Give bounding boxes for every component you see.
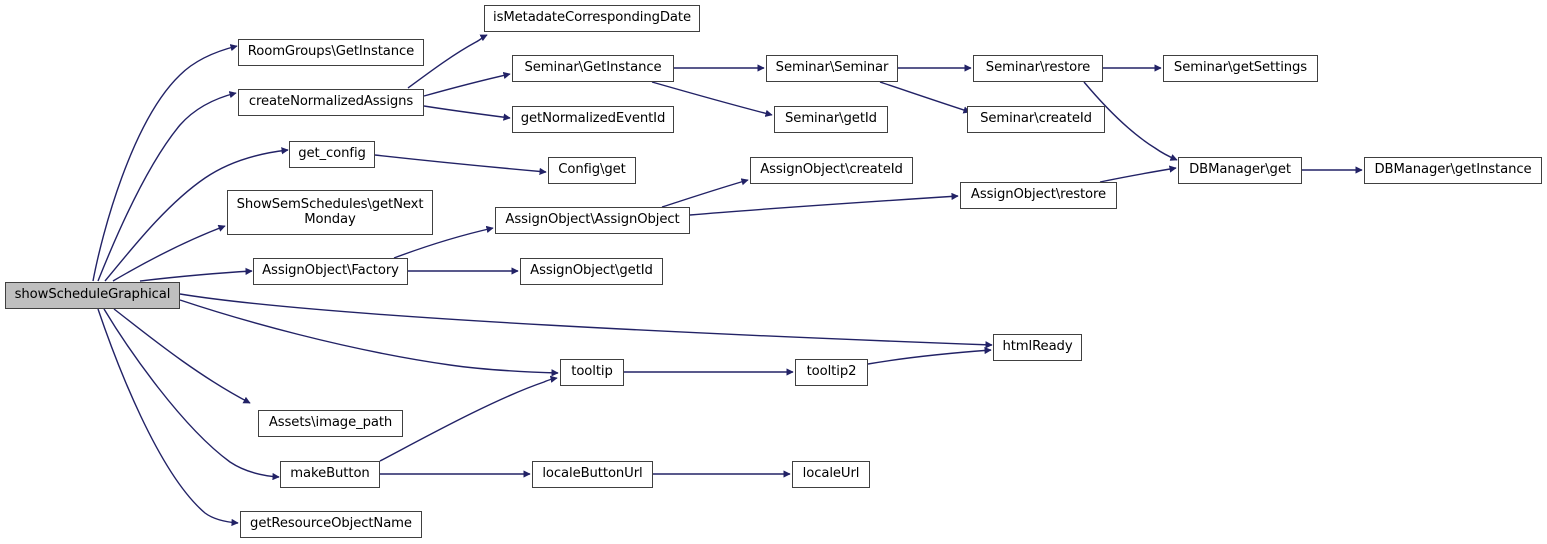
graph-node-SeminargetId[interactable]: Seminar\getId xyxy=(774,106,888,133)
graph-node-AssignObjectFactory[interactable]: AssignObject\Factory xyxy=(253,258,408,285)
graph-node-createNormalizedAssigns[interactable]: createNormalizedAssigns xyxy=(238,89,424,116)
graph-edge-showScheduleGraphical-to-AssignObjectFactory xyxy=(139,267,253,282)
graph-node-AssignObjectAssignObject[interactable]: AssignObject\AssignObject xyxy=(495,207,690,234)
graph-node-DBManagerget[interactable]: DBManager\get xyxy=(1178,157,1302,184)
graph-edge-showScheduleGraphical-to-getResourceObjectName xyxy=(97,308,239,527)
graph-edge-showScheduleGraphical-to-createNormalizedAssigns xyxy=(97,91,237,282)
graph-node-SeminargetSettings[interactable]: Seminar\getSettings xyxy=(1163,55,1318,82)
graph-edge-showScheduleGraphical-to-RoomGroupsGetInstance xyxy=(92,44,238,282)
graph-node-Assetsimage_path[interactable]: Assets\image_path xyxy=(258,410,403,437)
graph-node-showScheduleGraphical[interactable]: showScheduleGraphical xyxy=(5,282,180,309)
graph-node-tooltip[interactable]: tooltip xyxy=(560,359,624,386)
graph-edge-showScheduleGraphical-to-tooltip xyxy=(179,299,559,377)
graph-node-RoomGroupsGetInstance[interactable]: RoomGroups\GetInstance xyxy=(238,39,424,66)
graph-edge-makeButton-to-tooltip xyxy=(379,375,558,462)
graph-node-AssignObjectrestore[interactable]: AssignObject\restore xyxy=(960,182,1117,209)
graph-edge-tooltip2-to-htmlReady xyxy=(867,346,992,365)
graph-node-isMetadateCorrespondingDate[interactable]: isMetadateCorrespondingDate xyxy=(484,5,700,32)
graph-node-ShowSemSchedulesgetNextMonday[interactable]: ShowSemSchedules\getNext Monday xyxy=(227,190,433,235)
graph-edge-showScheduleGraphical-to-ShowSemSchedulesgetNextMonday xyxy=(112,224,226,282)
graph-node-tooltip2[interactable]: tooltip2 xyxy=(795,359,868,386)
graph-node-makeButton[interactable]: makeButton xyxy=(280,461,380,488)
graph-node-localeButtonUrl[interactable]: localeButtonUrl xyxy=(532,461,653,488)
graph-node-Configget[interactable]: Config\get xyxy=(548,157,636,184)
graph-edge-get_config-to-Configget xyxy=(374,154,547,176)
graph-node-SeminarSeminar[interactable]: Seminar\Seminar xyxy=(766,55,898,82)
graph-node-getResourceObjectName[interactable]: getResourceObjectName xyxy=(240,511,422,538)
graph-node-get_config[interactable]: get_config xyxy=(289,141,375,168)
graph-edge-createNormalizedAssigns-to-getNormalizedEventId xyxy=(423,105,511,121)
graph-node-AssignObjectcreateId[interactable]: AssignObject\createId xyxy=(750,157,913,184)
graph-edge-showScheduleGraphical-to-Assetsimage_path xyxy=(113,308,251,404)
graph-edge-AssignObjectrestore-to-DBManagerget xyxy=(1099,165,1177,183)
graph-node-SeminarGetInstance[interactable]: Seminar\GetInstance xyxy=(512,55,674,82)
graph-node-htmlReady[interactable]: htmlReady xyxy=(993,334,1082,361)
graph-edge-createNormalizedAssigns-to-SeminarGetInstance xyxy=(423,71,511,97)
graph-node-getNormalizedEventId[interactable]: getNormalizedEventId xyxy=(512,106,674,133)
graph-edge-AssignObjectAssignObject-to-AssignObjectrestore xyxy=(689,192,959,216)
graph-node-Seminarrestore[interactable]: Seminar\restore xyxy=(973,55,1103,82)
graph-node-SeminarcreateId[interactable]: Seminar\createId xyxy=(967,106,1105,133)
graph-edge-showScheduleGraphical-to-makeButton xyxy=(103,308,280,481)
graph-edge-AssignObjectAssignObject-to-AssignObjectcreateId xyxy=(661,178,749,208)
graph-node-AssignObjectgetId[interactable]: AssignObject\getId xyxy=(520,258,663,285)
graph-node-localeUrl[interactable]: localeUrl xyxy=(792,461,870,488)
graph-edge-SeminarSeminar-to-SeminarcreateId xyxy=(879,81,971,114)
graph-edge-showScheduleGraphical-to-htmlReady xyxy=(179,293,993,349)
graph-node-DBManagergetInstance[interactable]: DBManager\getInstance xyxy=(1364,157,1542,184)
